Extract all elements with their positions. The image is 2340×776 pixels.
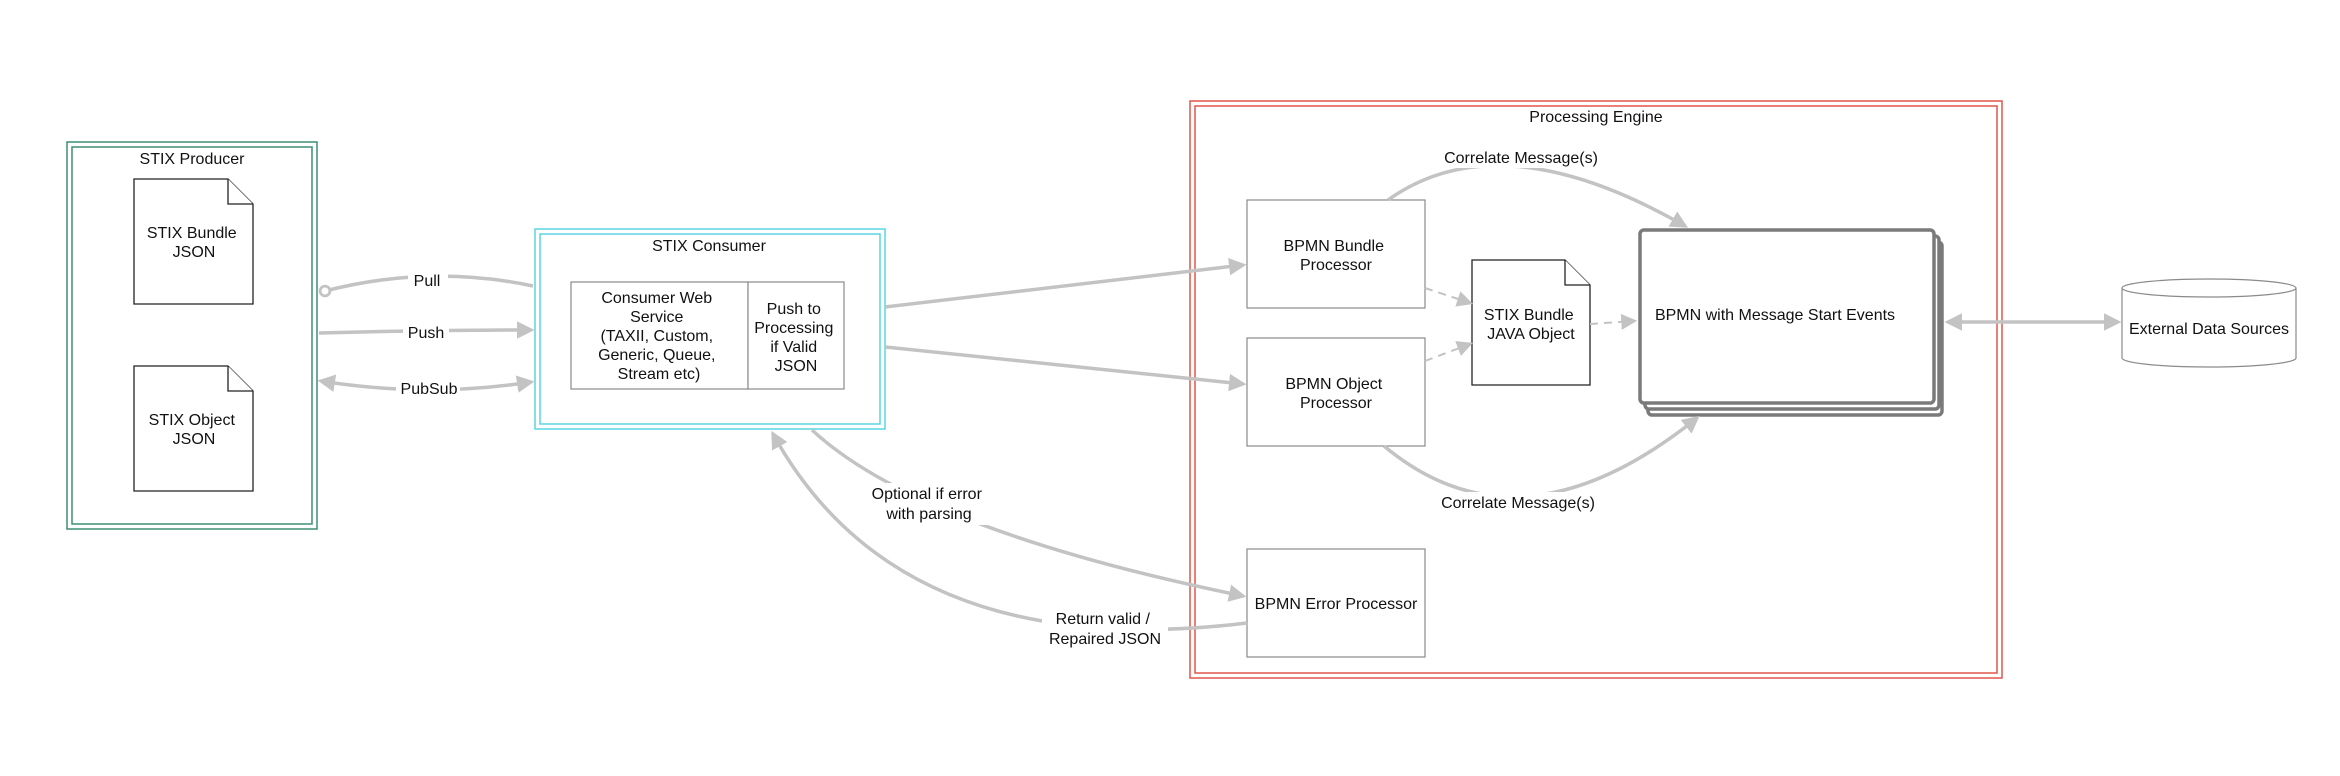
external-data-sources-label: External Data Sources xyxy=(2129,321,2289,338)
correlate-bottom-label: Correlate Message(s) xyxy=(1441,495,1595,512)
java-to-message-events-dashed-arrow xyxy=(1589,313,1638,330)
stix-bundle-json-doc: STIX Bundle JSON xyxy=(133,178,254,305)
consumer-to-object-processor-arrow xyxy=(884,345,1247,392)
stix-producer-container: STIX Producer STIX Bundle JSON STIX Obje… xyxy=(66,141,318,530)
push-label: Push xyxy=(408,325,444,342)
bpmn-message-start-events-stack: BPMN with Message Start Events xyxy=(1638,228,1944,417)
stix-bundle-java-object-label: STIX Bundle JAVA Object xyxy=(1484,307,1578,343)
stix-consumer-container: STIX Consumer Consumer Web Service (TAXI… xyxy=(534,228,886,430)
pubsub-label: PubSub xyxy=(401,381,458,398)
stix-bundle-java-object-doc: STIX Bundle JAVA Object xyxy=(1471,259,1591,386)
return-valid-label: Return valid / Repaired JSON xyxy=(1049,611,1161,648)
bpmn-error-processor-box: BPMN Error Processor xyxy=(1246,548,1426,658)
stix-object-json-label: STIX Object JSON xyxy=(149,412,240,448)
bpmn-object-processor-box: BPMN Object Processor xyxy=(1246,337,1426,447)
stix-consumer-title: STIX Consumer xyxy=(652,238,766,255)
external-data-sources-cylinder: External Data Sources xyxy=(2121,278,2297,368)
bpmn-bundle-processor-label: BPMN Bundle Processor xyxy=(1284,238,1389,274)
push-to-processing-box: Push to Processing if Valid JSON xyxy=(747,281,845,390)
consumer-web-service-box: Consumer Web Service (TAXII, Custom, Gen… xyxy=(570,281,749,390)
bpmn-message-start-events-label: BPMN with Message Start Events xyxy=(1655,307,1895,324)
pull-label: Pull xyxy=(414,273,441,290)
bpmn-object-processor-label: BPMN Object Processor xyxy=(1285,376,1386,412)
correlate-top-arrow xyxy=(1386,163,1689,228)
processing-engine-container: Processing Engine BPMN Bundle Processor … xyxy=(1189,100,2003,679)
consumer-to-bundle-processor-arrow xyxy=(884,257,1247,309)
bpmn-error-processor-label: BPMN Error Processor xyxy=(1255,596,1418,613)
push-to-processing-label: Push to Processing if Valid JSON xyxy=(754,301,838,375)
stix-bundle-json-label: STIX Bundle JSON xyxy=(147,225,241,261)
object-to-java-dashed-arrow xyxy=(1424,341,1473,362)
bpmn-bundle-processor-box: BPMN Bundle Processor xyxy=(1246,199,1426,309)
consumer-web-service-label: Consumer Web Service (TAXII, Custom, Gen… xyxy=(598,290,720,383)
correlate-top-label: Correlate Message(s) xyxy=(1444,150,1598,167)
bundle-to-java-dashed-arrow xyxy=(1424,287,1474,307)
edge-labels: Pull Push PubSub Correlate Message(s) Co… xyxy=(396,146,1616,650)
correlate-bottom-arrow xyxy=(1382,415,1700,499)
optional-error-label: Optional if error with parsing xyxy=(872,486,987,523)
processing-engine-title: Processing Engine xyxy=(1529,109,1663,126)
stix-producer-title: STIX Producer xyxy=(140,151,246,168)
return-valid-arrow xyxy=(771,430,1248,632)
stix-object-json-doc: STIX Object JSON xyxy=(133,365,254,492)
